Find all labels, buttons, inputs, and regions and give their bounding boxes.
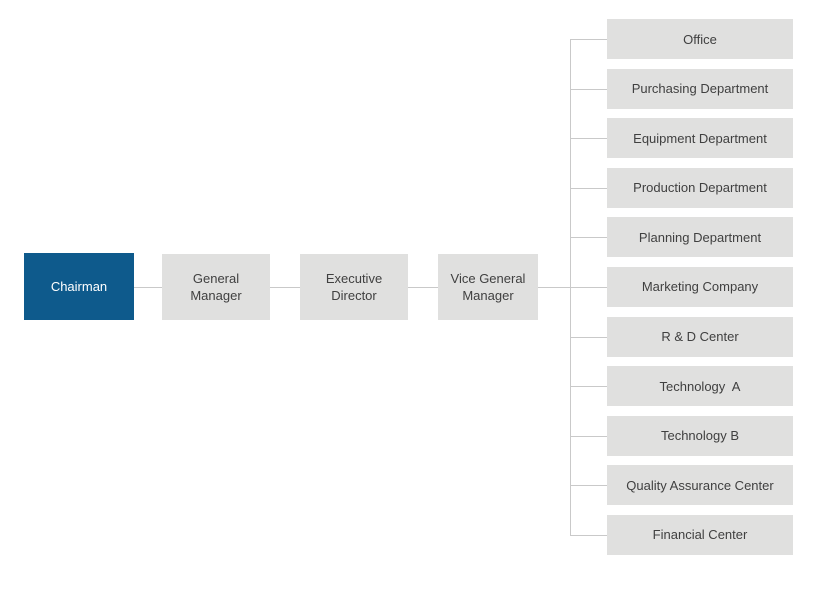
node-vice-general-manager[interactable]: Vice General Manager: [438, 254, 538, 320]
node-purchasing-department-label: Purchasing Department: [631, 81, 769, 97]
node-rd-center-label: R & D Center: [661, 329, 739, 345]
node-purchasing-department[interactable]: Purchasing Department: [607, 68, 793, 109]
connector-executive-director-vice-general-manager: [408, 287, 438, 288]
departments-column: Office Purchasing Department Equipment D…: [607, 19, 793, 555]
connector-chairman-general-manager: [134, 287, 162, 288]
node-financial-center[interactable]: Financial Center: [607, 514, 793, 555]
node-chairman[interactable]: Chairman: [24, 253, 134, 320]
connector-stub-office: [570, 39, 607, 40]
connector-stub-equipment-department: [570, 138, 607, 139]
connector-stub-production-department: [570, 188, 607, 189]
connector-stub-planning-department: [570, 237, 607, 238]
node-planning-department[interactable]: Planning Department: [607, 217, 793, 258]
connector-stub-rd-center: [570, 337, 607, 338]
node-general-manager-label: General Manager: [190, 271, 242, 303]
connector-vice-general-manager-spine: [538, 287, 571, 288]
connector-stub-marketing-company: [570, 287, 607, 288]
node-office[interactable]: Office: [607, 19, 793, 59]
node-planning-department-label: Planning Department: [638, 229, 762, 245]
node-production-department[interactable]: Production Department: [607, 167, 793, 208]
node-technology-a[interactable]: Technology A: [607, 366, 793, 407]
node-marketing-company[interactable]: Marketing Company: [607, 266, 793, 307]
node-rd-center[interactable]: R & D Center: [607, 316, 793, 357]
node-financial-center-label: Financial Center: [652, 527, 748, 543]
connector-stub-technology-a: [570, 386, 607, 387]
connector-general-manager-executive-director: [270, 287, 300, 288]
node-general-manager[interactable]: General Manager: [162, 254, 270, 320]
node-quality-assurance-center[interactable]: Quality Assurance Center: [607, 465, 793, 506]
connector-stub-financial-center: [570, 535, 607, 536]
node-production-department-label: Production Department: [633, 180, 767, 196]
node-executive-director[interactable]: Executive Director: [300, 254, 408, 320]
node-technology-a-label: Technology A: [659, 378, 741, 394]
node-chairman-label: Chairman: [50, 279, 108, 294]
connector-stub-purchasing-department: [570, 89, 607, 90]
node-executive-director-label: Executive Director: [325, 271, 383, 303]
node-technology-b[interactable]: Technology B: [607, 415, 793, 456]
node-technology-b-label: Technology B: [660, 428, 740, 444]
node-vice-general-manager-label: Vice General Manager: [450, 271, 526, 303]
node-marketing-company-label: Marketing Company: [641, 279, 759, 295]
node-office-label: Office: [683, 31, 717, 47]
node-equipment-department-label: Equipment Department: [633, 130, 767, 146]
node-equipment-department[interactable]: Equipment Department: [607, 118, 793, 159]
node-quality-assurance-center-label: Quality Assurance Center: [626, 477, 774, 493]
connector-stub-technology-b: [570, 436, 607, 437]
connector-stub-quality-assurance-center: [570, 485, 607, 486]
